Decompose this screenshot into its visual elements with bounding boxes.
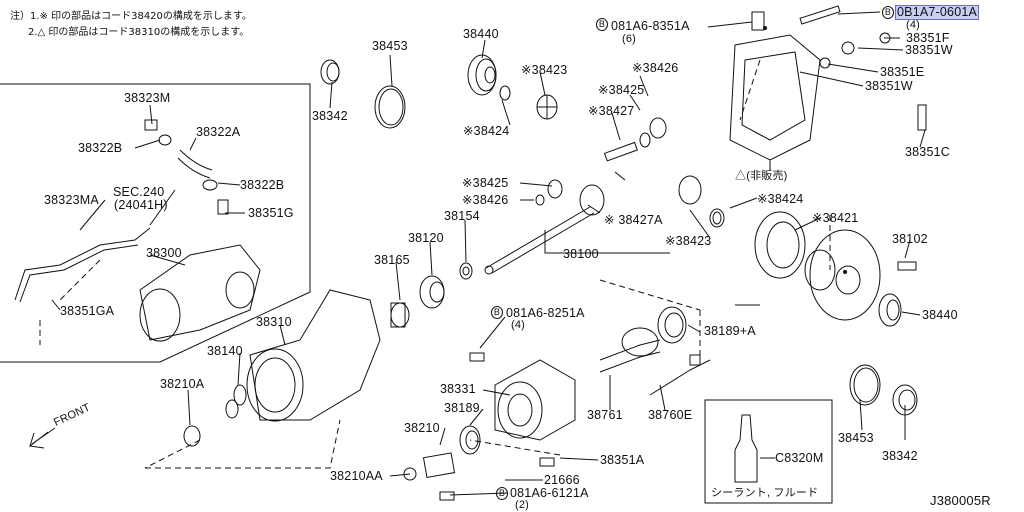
bolt-081A6-8251A[interactable]: 081A6-8251A	[506, 306, 585, 320]
part-38426-top[interactable]: ※38426	[632, 61, 679, 75]
part-38351E[interactable]: 38351E	[880, 65, 925, 79]
note-line-1: 注）1.※ 印の部品はコード38420の構成を示します。	[10, 11, 252, 22]
part-38423-top[interactable]: ※38423	[521, 63, 568, 77]
part-38120[interactable]: 38120	[408, 231, 444, 245]
part-38440-right[interactable]: 38440	[922, 308, 958, 322]
note-line-2: 2.△ 印の部品はコード38310の構成を示します。	[28, 27, 250, 38]
part-38140[interactable]: 38140	[207, 344, 243, 358]
bolt-081A6-6121A[interactable]: 081A6-6121A	[510, 486, 589, 500]
part-38323MA[interactable]: 38323MA	[44, 193, 99, 207]
rear-cover-shape	[729, 34, 821, 161]
diagram-id: J380005R	[930, 493, 991, 508]
part-38351GA[interactable]: 38351GA	[60, 304, 115, 318]
part-38342-bottom[interactable]: 38342	[882, 449, 918, 463]
bolt-081A6-8351A[interactable]: 081A6-8351A	[611, 19, 690, 33]
not-sold-label: △(非販売)	[735, 170, 788, 182]
part-38102[interactable]: 38102	[892, 232, 928, 246]
part-38351G[interactable]: 38351G	[248, 206, 294, 220]
part-38210[interactable]: 38210	[404, 421, 440, 435]
part-38322B-right[interactable]: 38322B	[240, 178, 285, 192]
part-38154[interactable]: 38154	[444, 209, 480, 223]
part-38426-mid[interactable]: ※38426	[462, 193, 509, 207]
part-38760E[interactable]: 38760E	[648, 408, 693, 422]
sealant-inset-box	[704, 399, 833, 504]
bolt-marker-0601A[interactable]: B	[882, 6, 894, 19]
diff-carrier-shape	[249, 289, 381, 421]
sealant-label: シーラント, フルード	[711, 487, 819, 499]
part-38322A[interactable]: 38322A	[196, 125, 241, 139]
bolt-081A6-6121A-qty: (2)	[515, 499, 530, 511]
bolt-081A6-8251A-qty: (4)	[511, 319, 526, 331]
part-38453-bottom[interactable]: 38453	[838, 431, 874, 445]
part-38165[interactable]: 38165	[374, 253, 410, 267]
part-38189[interactable]: 38189	[444, 401, 480, 415]
part-38323M[interactable]: 38323M	[124, 91, 171, 105]
part-38210A[interactable]: 38210A	[160, 377, 205, 391]
part-38424-mid[interactable]: ※38424	[757, 192, 804, 206]
part-38440-top[interactable]: 38440	[463, 27, 499, 41]
bolt-marker-6121A[interactable]: B	[496, 487, 508, 500]
part-38331[interactable]: 38331	[440, 382, 476, 396]
part-38351A[interactable]: 38351A	[600, 453, 645, 467]
part-38453-top[interactable]: 38453	[372, 39, 408, 53]
part-38351W-2[interactable]: 38351W	[865, 79, 913, 93]
part-38100[interactable]: 38100	[563, 247, 599, 261]
part-38351C[interactable]: 38351C	[905, 145, 950, 159]
bolt-0B1A7-0601A[interactable]: 0B1A7-0601A	[895, 5, 980, 20]
part-38300[interactable]: 38300	[146, 246, 182, 260]
part-38761[interactable]: 38761	[587, 408, 623, 422]
bolt-0B1A7-0601A-qty: (4)	[906, 19, 921, 31]
part-38421[interactable]: ※38421	[812, 211, 859, 225]
bolt-marker-8251A[interactable]: B	[491, 306, 503, 319]
bolt-marker-8351A[interactable]: B	[596, 18, 608, 31]
part-38425-mid[interactable]: ※38425	[462, 176, 509, 190]
subassembly-frame	[0, 83, 311, 363]
part-38424-top[interactable]: ※38424	[463, 124, 510, 138]
part-38425-top[interactable]: ※38425	[598, 83, 645, 97]
part-21666[interactable]: 21666	[544, 473, 580, 487]
sec-240-sub[interactable]: (24041H)	[114, 198, 168, 212]
part-38427A[interactable]: ※ 38427A	[604, 213, 663, 227]
sealant-bottle-icon	[734, 414, 758, 483]
sec-240-ref[interactable]: SEC.240	[113, 185, 165, 199]
part-38351W-1[interactable]: 38351W	[905, 43, 953, 57]
part-38342-top[interactable]: 38342	[312, 109, 348, 123]
part-38423-mid[interactable]: ※38423	[665, 234, 712, 248]
part-38322B-left[interactable]: 38322B	[78, 141, 123, 155]
part-38189A[interactable]: 38189+A	[704, 324, 756, 338]
bolt-081A6-8351A-qty: (6)	[622, 33, 637, 45]
part-38210AA[interactable]: 38210AA	[330, 469, 383, 483]
part-38427[interactable]: ※38427	[588, 104, 635, 118]
part-38351F[interactable]: 38351F	[906, 31, 950, 45]
part-38310[interactable]: 38310	[256, 315, 292, 329]
part-C8320M[interactable]: C8320M	[775, 451, 824, 465]
